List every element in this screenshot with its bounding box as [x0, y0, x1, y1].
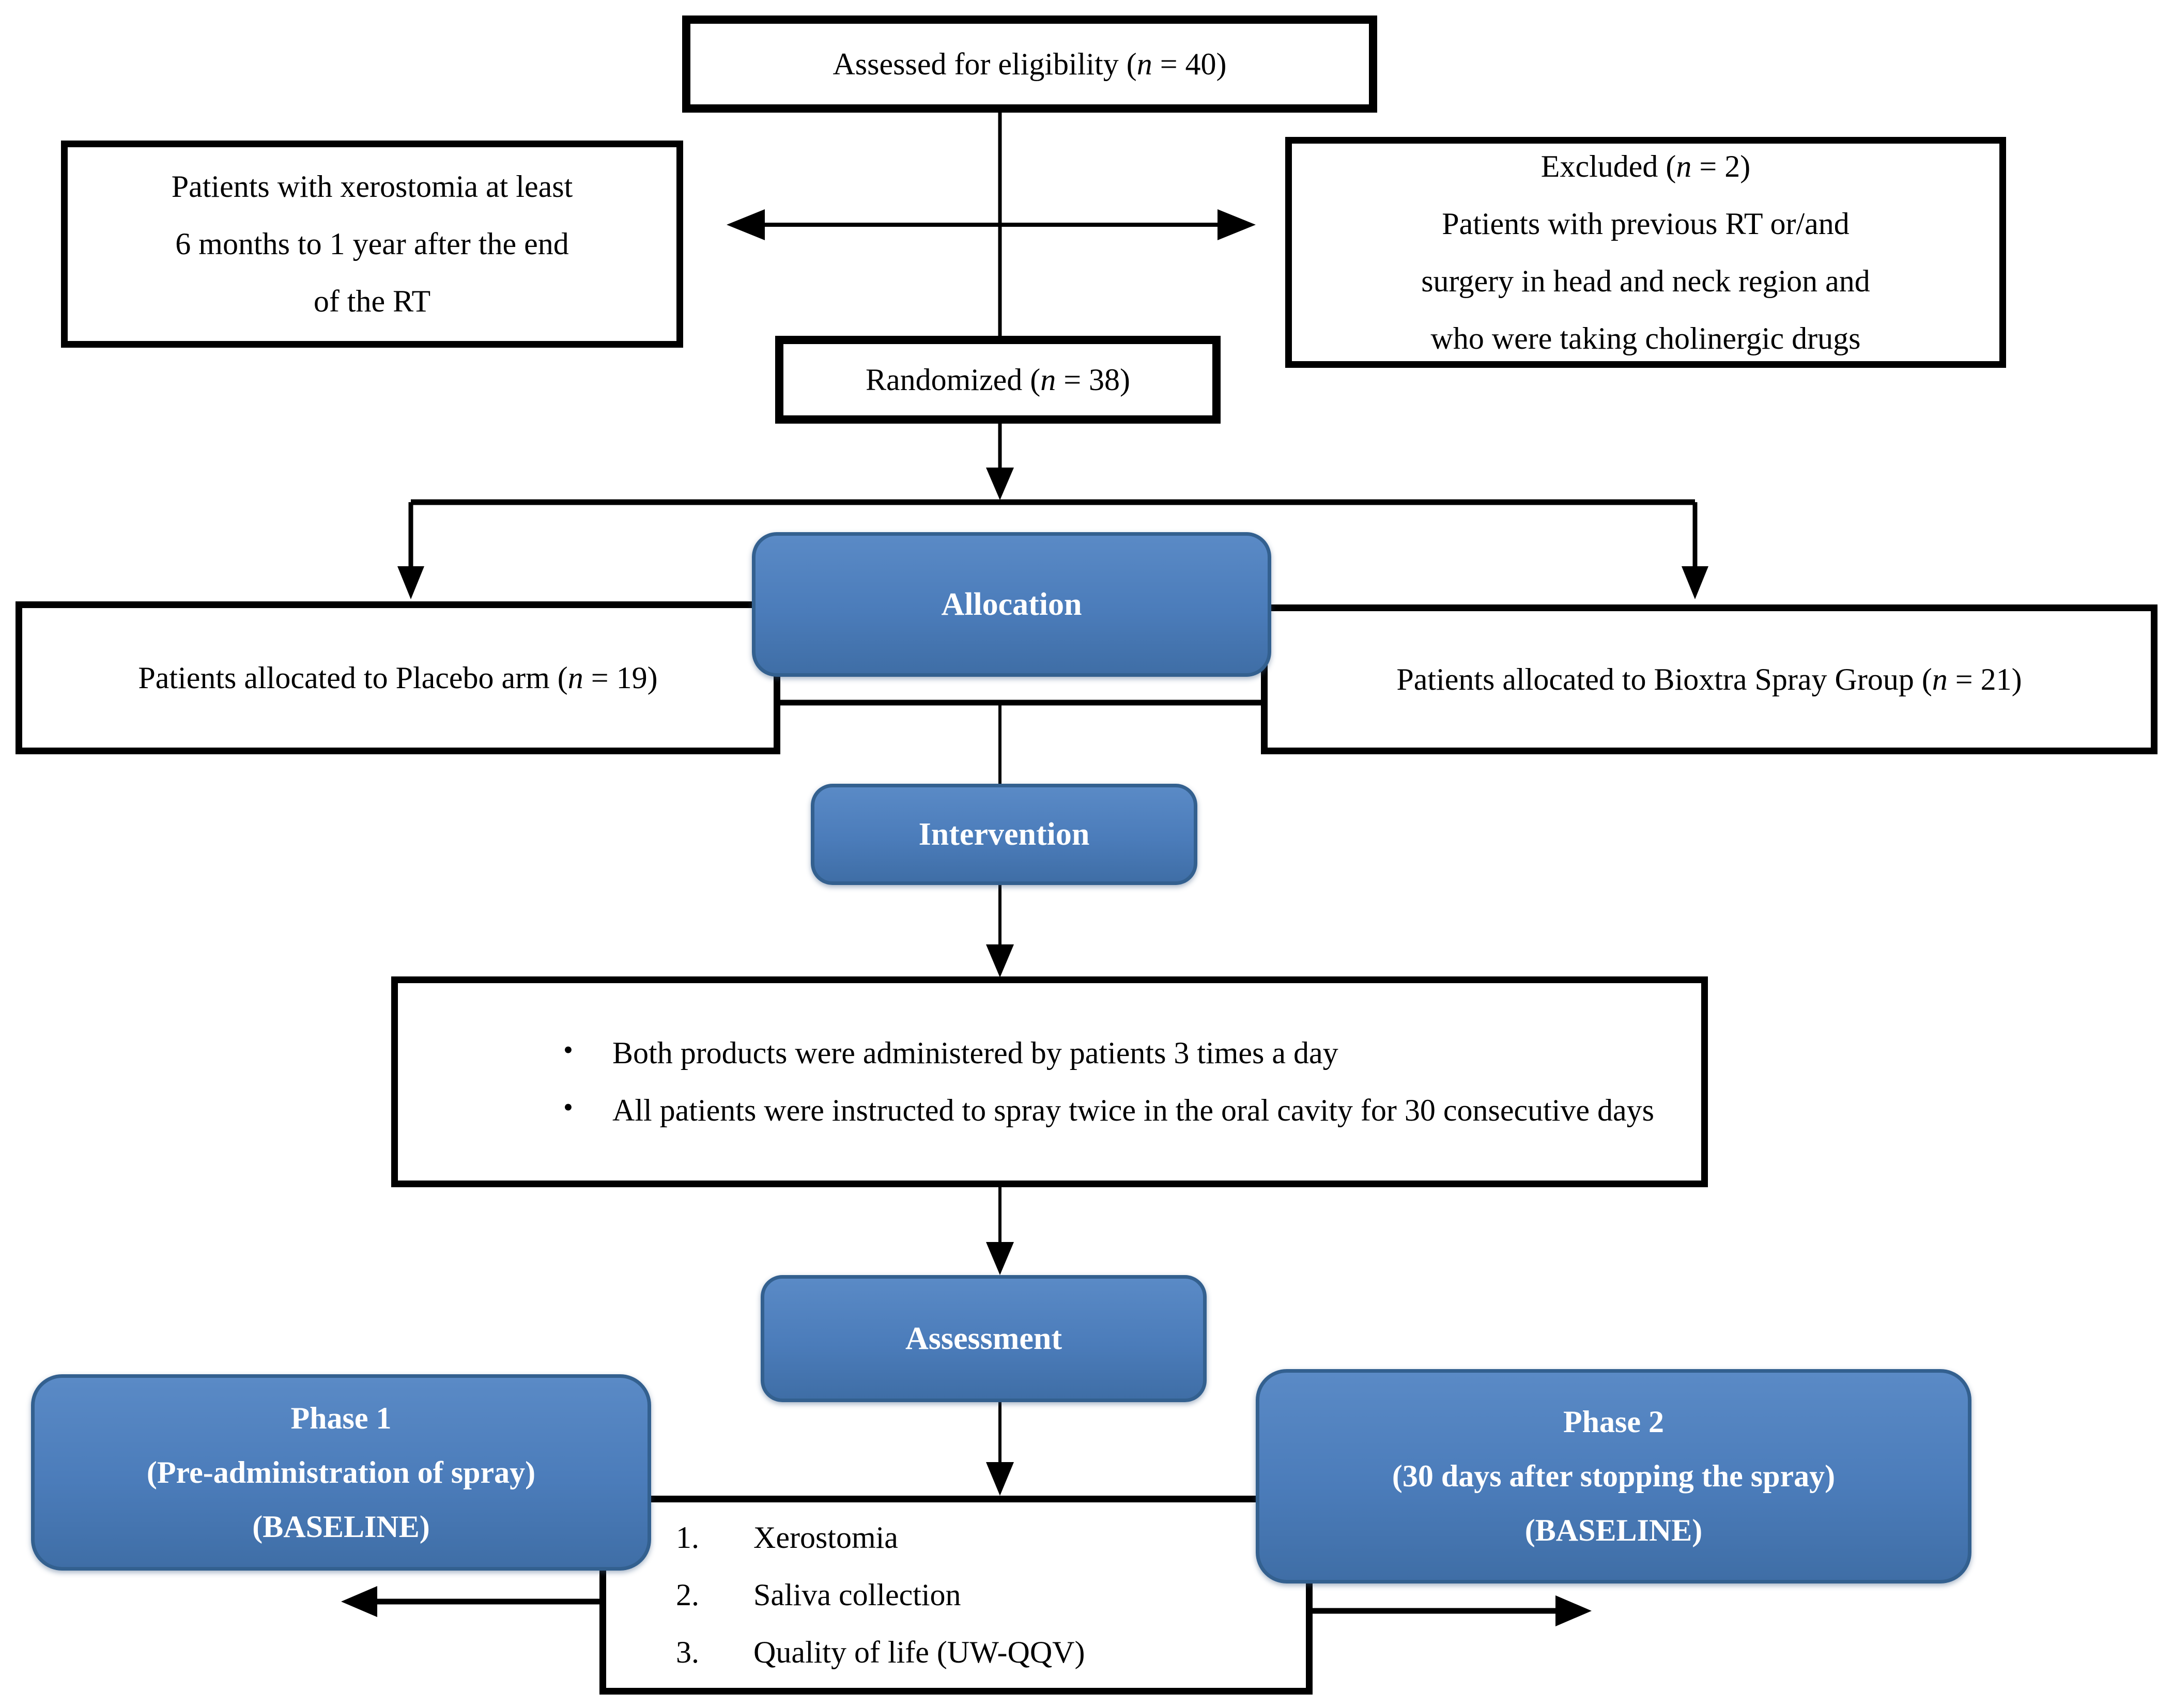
arrowhead-assessment — [986, 1242, 1014, 1275]
arrowhead-left — [727, 209, 765, 240]
text-part: Excluded ( — [1540, 149, 1676, 183]
bullet-item: • Both products were administered by pat… — [563, 1024, 1338, 1082]
phase1-line: (Pre-administration of spray) — [146, 1455, 536, 1489]
assessed-text: Assessed for eligibility (n = 40) — [833, 36, 1226, 93]
eligibility-line: Patients with xerostomia at least — [171, 169, 573, 204]
bullet-text: All patients were instructed to spray tw… — [612, 1093, 1655, 1127]
phase2-line: Phase 2 — [1563, 1405, 1664, 1439]
allocation-label-box: Allocation — [752, 532, 1271, 677]
excluded-title: Excluded (n = 2) — [1541, 138, 1750, 195]
text-part: = 21) — [1947, 662, 2022, 696]
n-variable: n — [1136, 46, 1152, 81]
placebo-text: Patients allocated to Placebo arm (n = 1… — [138, 649, 657, 707]
n-variable: n — [1932, 662, 1948, 696]
placebo-arm-box: Patients allocated to Placebo arm (n = 1… — [16, 601, 780, 754]
bullet-icon: • — [563, 1092, 573, 1123]
outcome-list-box: 1. Xerostomia 2. Saliva collection 3. Qu… — [599, 1496, 1313, 1695]
outcome-label: Saliva collection — [753, 1578, 961, 1612]
phase1-line: Phase 1 — [290, 1401, 392, 1435]
eligibility-note-box: Patients with xerostomia at least 6 mont… — [61, 141, 683, 348]
phase2-box: Phase 2 (30 days after stopping the spra… — [1256, 1369, 1971, 1583]
text-part: = 40) — [1152, 46, 1227, 81]
n-variable: n — [1676, 149, 1692, 183]
intervention-details-box: • Both products were administered by pat… — [391, 976, 1708, 1187]
intervention-label: Intervention — [918, 816, 1090, 852]
outcome-item: 1. Xerostomia — [676, 1509, 898, 1566]
outcome-number: 2. — [676, 1578, 699, 1612]
eligibility-line: of the RT — [313, 284, 431, 318]
randomized-box: Randomized (n = 38) — [775, 336, 1221, 424]
bullet-text: Both products were administered by patie… — [612, 1036, 1338, 1070]
n-variable: n — [567, 660, 583, 695]
outcome-item: 3. Quality of life (UW-QQV) — [676, 1624, 1085, 1681]
text-part: Randomized ( — [865, 362, 1041, 397]
text-part: = 2) — [1691, 149, 1751, 183]
bullet-icon: • — [563, 1034, 573, 1065]
arrowhead-details — [986, 944, 1014, 977]
arrowhead-phase1 — [341, 1586, 377, 1617]
eligibility-line: 6 months to 1 year after the end — [175, 227, 569, 261]
intervention-label-box: Intervention — [811, 784, 1197, 885]
arrowhead-outcomes — [986, 1462, 1014, 1496]
text-part: Patients allocated to Placebo arm ( — [138, 660, 568, 695]
excluded-box: Excluded (n = 2) Patients with previous … — [1285, 137, 2006, 368]
excluded-line: surgery in head and neck region and — [1421, 263, 1870, 298]
text-part: Assessed for eligibility ( — [833, 46, 1137, 81]
allocation-label: Allocation — [941, 586, 1082, 622]
text-part: Patients allocated to Bioxtra Spray Grou… — [1396, 662, 1932, 696]
phase1-box: Phase 1 (Pre-administration of spray) (B… — [31, 1374, 651, 1571]
phase1-line: (BASELINE) — [252, 1509, 430, 1544]
arrowhead-placebo — [397, 566, 424, 599]
bioxtra-group-box: Patients allocated to Bioxtra Spray Grou… — [1261, 604, 2157, 754]
excluded-line: Patients with previous RT or/and — [1442, 206, 1850, 241]
assessed-eligibility-box: Assessed for eligibility (n = 40) — [682, 15, 1377, 113]
outcome-number: 1. — [676, 1520, 699, 1555]
arrowhead-phase2 — [1555, 1595, 1592, 1626]
outcome-item: 2. Saliva collection — [676, 1566, 961, 1624]
phase2-line: (BASELINE) — [1524, 1513, 1703, 1547]
text-part: = 19) — [583, 660, 658, 695]
arrowhead-bioxtra — [1682, 566, 1708, 599]
n-variable: n — [1040, 362, 1056, 397]
assessment-label-box: Assessment — [761, 1275, 1207, 1402]
bullet-item: • All patients were instructed to spray … — [563, 1082, 1654, 1139]
phase2-line: (30 days after stopping the spray) — [1392, 1459, 1836, 1493]
text-part: = 38) — [1056, 362, 1131, 397]
arrowhead-right — [1218, 209, 1256, 240]
outcome-number: 3. — [676, 1635, 699, 1669]
bioxtra-text: Patients allocated to Bioxtra Spray Grou… — [1396, 651, 2022, 708]
outcome-label: Xerostomia — [753, 1520, 898, 1555]
assessment-label: Assessment — [905, 1321, 1062, 1356]
outcome-label: Quality of life (UW-QQV) — [753, 1635, 1085, 1669]
excluded-line: who were taking cholinergic drugs — [1430, 321, 1861, 355]
randomized-text: Randomized (n = 38) — [866, 351, 1130, 409]
arrowhead-branch — [986, 468, 1014, 500]
